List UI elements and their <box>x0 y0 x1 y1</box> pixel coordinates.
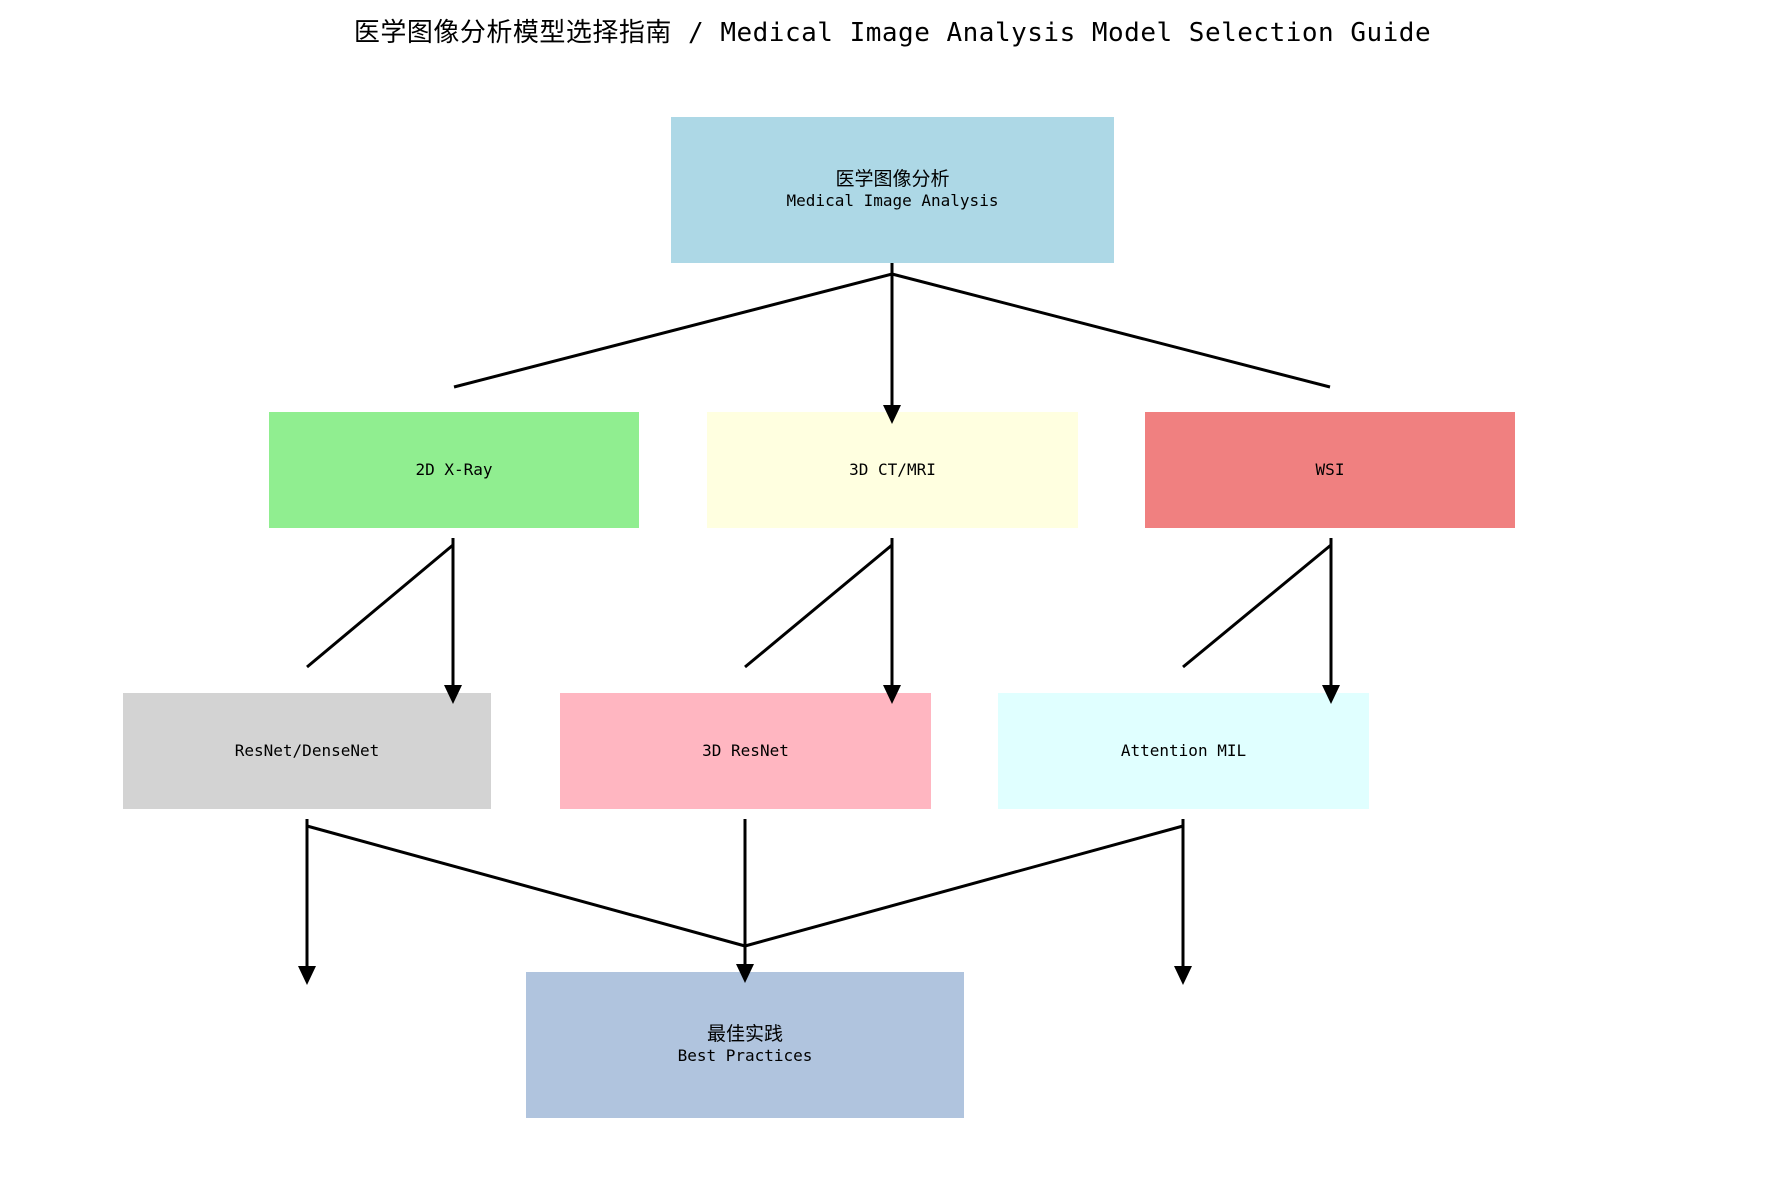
node-resnet-densenet: ResNet/DenseNet <box>123 693 491 809</box>
connector-3d-ct-mri-to-3d-resnet <box>744 543 893 669</box>
node-best-practices: 最佳实践 Best Practices <box>526 972 964 1118</box>
node-label: ResNet/DenseNet <box>234 741 380 760</box>
page-title: 医学图像分析模型选择指南 / Medical Image Analysis Mo… <box>353 18 1432 48</box>
node-label: 3D CT/MRI <box>849 460 936 479</box>
connector-attention-mil-to-best-practices <box>744 824 1184 948</box>
node-label: 2D X-Ray <box>415 460 493 479</box>
connector-resnet-densenet-to-best-practices <box>306 824 746 948</box>
node-attention-mil: Attention MIL <box>998 693 1369 809</box>
node-label: Attention MIL <box>1120 741 1247 760</box>
node-label: 3D ResNet <box>702 741 789 760</box>
node-wsi: WSI <box>1145 412 1515 528</box>
node-medical-image-analysis: 医学图像分析 Medical Image Analysis <box>671 117 1114 263</box>
connector-wsi-to-attention-mil <box>1182 543 1332 669</box>
node-label-zh: 最佳实践 <box>706 1023 783 1046</box>
node-3d-resnet: 3D ResNet <box>560 693 931 809</box>
connector-root-to-wsi <box>891 272 1331 389</box>
arrowhead-resnet-densenet-down <box>298 966 316 985</box>
node-label: WSI <box>1315 460 1345 479</box>
node-label-en: Best Practices <box>677 1045 813 1065</box>
arrowhead-attention-mil-down <box>1174 966 1192 985</box>
node-2d-xray: 2D X-Ray <box>269 412 639 528</box>
node-3d-ct-mri: 3D CT/MRI <box>707 412 1078 528</box>
connector-2d-xray-to-resnet-densenet <box>306 543 454 669</box>
node-label-en: Medical Image Analysis <box>786 190 999 210</box>
node-label-zh: 医学图像分析 <box>835 168 950 191</box>
connector-root-to-2d-xray <box>453 272 893 389</box>
